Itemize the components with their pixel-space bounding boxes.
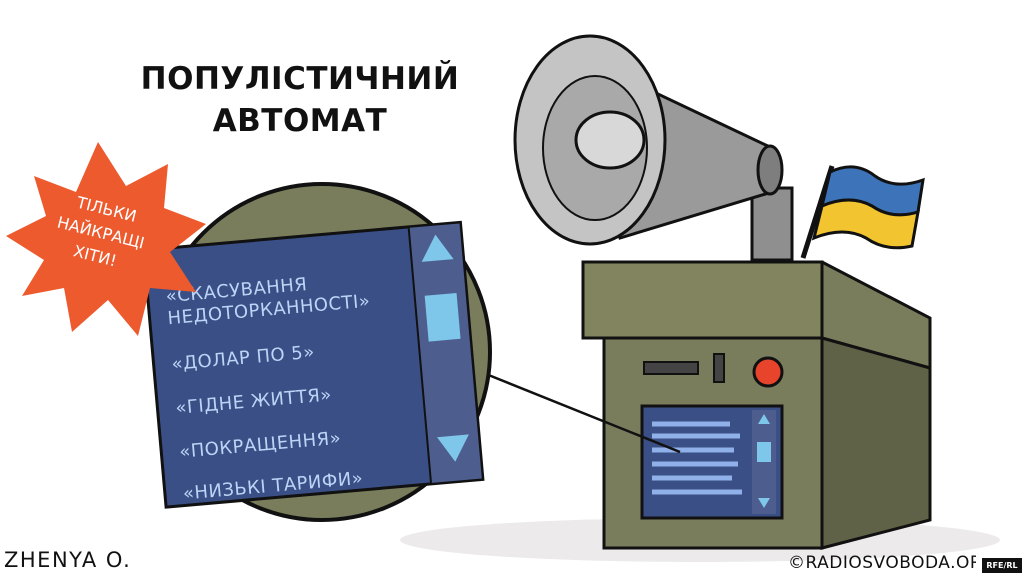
megaphone-stand: [750, 186, 794, 262]
scroll-down-arrow-icon[interactable]: [758, 498, 770, 508]
title-line-2: АВТОМАТ: [212, 103, 388, 139]
ukraine-flag-icon: [800, 165, 925, 259]
zoomed-screen: «СКАСУВАННЯ НЕДОТОРКАННОСТІ» «ДОЛАР ПО 5…: [141, 220, 485, 509]
machine-side: [820, 336, 932, 550]
scroll-thumb[interactable]: [757, 442, 771, 462]
coin-slot[interactable]: [643, 361, 699, 375]
red-button[interactable]: [752, 356, 784, 388]
scroll-up-arrow-icon[interactable]: [419, 233, 454, 262]
megaphone-icon: [513, 34, 794, 262]
megaphone-throat: [574, 110, 646, 170]
artist-signature: ZHENYA O.: [4, 548, 132, 572]
machine-box: [581, 260, 932, 550]
scroll-up-arrow-icon[interactable]: [758, 414, 770, 424]
copyright-text[interactable]: ©RADIOSVOBODA.ORG: [788, 553, 976, 573]
zoomed-scrollbar[interactable]: [407, 221, 484, 485]
machine-screen-lines: [652, 421, 742, 495]
zoomed-scroll-thumb[interactable]: [424, 292, 461, 342]
indicator-slot: [713, 353, 725, 383]
rferl-logo: RFE/RL: [982, 558, 1022, 573]
megaphone-back: [756, 144, 784, 196]
starburst-shape: [6, 142, 206, 336]
magnifier: «СКАСУВАННЯ НЕДОТОРКАННОСТІ» «ДОЛАР ПО 5…: [141, 182, 492, 522]
cartoon-title: ПОПУЛІСТИЧНИЙ АВТОМАТ: [100, 58, 500, 142]
scroll-down-arrow-icon[interactable]: [437, 434, 471, 463]
machine-lid-front: [581, 260, 824, 340]
starburst-icon: ТІЛЬКИ НАЙКРАЩІ ХІТИ!: [6, 142, 206, 336]
flag-yellow-stripe: [811, 198, 920, 250]
title-line-1: ПОПУЛІСТИЧНИЙ: [140, 61, 460, 97]
zoom-pointer-line: [485, 372, 681, 454]
